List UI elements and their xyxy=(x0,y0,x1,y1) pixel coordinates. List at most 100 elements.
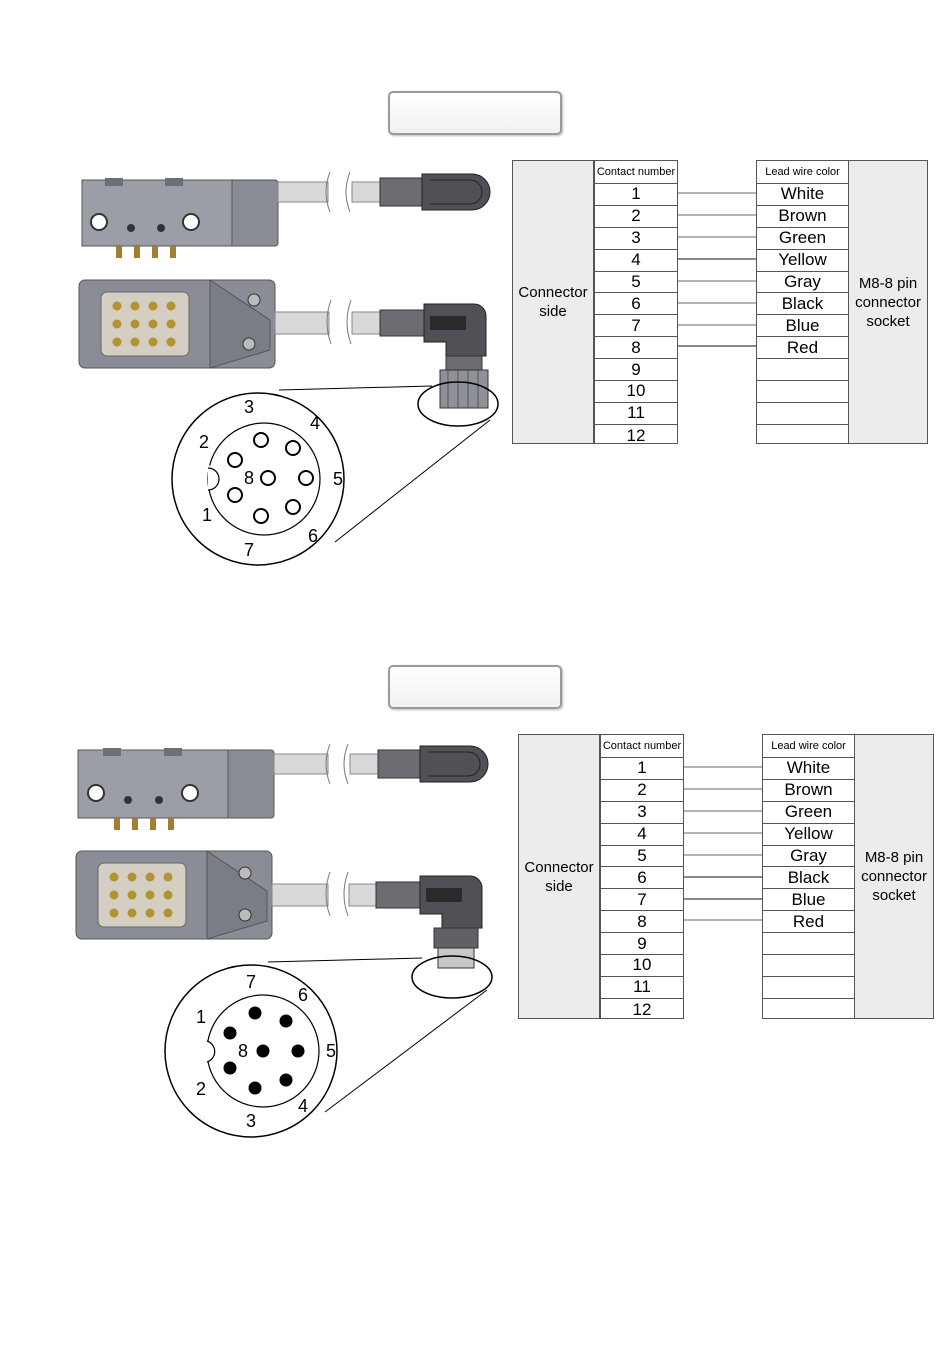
color-cell xyxy=(763,955,854,977)
pin-face-circle xyxy=(164,964,338,1138)
color-cell xyxy=(757,403,848,425)
contact-cell: 5 xyxy=(601,846,683,868)
contact-cell: 7 xyxy=(601,889,683,912)
contact-cell: 1 xyxy=(595,184,677,206)
cable-top xyxy=(277,171,491,213)
color-cell: Blue xyxy=(763,889,854,912)
contact-number-header: Contact number xyxy=(601,735,683,758)
contact-cell: 1 xyxy=(601,758,683,780)
pin-dots-male xyxy=(223,1006,305,1095)
color-cell xyxy=(763,977,854,999)
color-cell: Red xyxy=(763,911,854,934)
pin-label: 7 xyxy=(244,540,254,560)
contact-cell: 7 xyxy=(595,315,677,338)
contact-cell: 6 xyxy=(601,867,683,890)
pin-label: 4 xyxy=(310,413,320,433)
contact-number-column: Contact number 1 2 3 4 5 6 7 8 9 10 11 1… xyxy=(600,734,684,1019)
connector-side-view xyxy=(81,178,279,258)
color-cell: Yellow xyxy=(763,824,854,846)
section-2-title-box xyxy=(388,665,562,709)
lead-wire-color-header: Lead wire color xyxy=(763,735,854,758)
color-cell xyxy=(763,933,854,956)
pin-label: 6 xyxy=(298,985,308,1005)
connector-front-view xyxy=(78,279,276,369)
color-cell: Green xyxy=(757,228,848,250)
pin-label: 2 xyxy=(196,1079,206,1099)
contact-cell: 8 xyxy=(601,911,683,934)
lead-wire-color-column: Lead wire color White Brown Green Yellow… xyxy=(756,160,849,444)
contact-cell: 11 xyxy=(601,977,683,999)
contact-cell: 5 xyxy=(595,272,677,294)
connector-front-view xyxy=(75,850,273,940)
cable-top xyxy=(273,743,489,785)
color-cell: White xyxy=(763,758,854,780)
lead-wire-color-column: Lead wire color White Brown Green Yellow… xyxy=(762,734,855,1019)
pin-label: 5 xyxy=(333,469,343,489)
section-1-wiring-table: Connector side Contact number 1 2 3 4 5 … xyxy=(512,160,928,445)
color-cell xyxy=(757,381,848,403)
lead-wire-color-header: Lead wire color xyxy=(757,161,848,184)
contact-cell: 10 xyxy=(595,381,677,403)
pin-label: 3 xyxy=(244,397,254,417)
contact-cell: 3 xyxy=(601,802,683,824)
contact-cell: 12 xyxy=(632,999,652,1019)
socket-side-label: M8-8 pin connector socket xyxy=(848,160,928,444)
pin-label: 7 xyxy=(246,972,256,992)
color-cell xyxy=(757,359,848,382)
contact-cell: 10 xyxy=(601,955,683,977)
contact-cell: 9 xyxy=(595,359,677,382)
pin-label: 6 xyxy=(308,526,318,546)
color-cell: Brown xyxy=(757,206,848,228)
contact-number-column: Contact number 1 2 3 4 5 6 7 8 9 10 11 1… xyxy=(594,160,678,445)
color-cell xyxy=(757,425,848,447)
color-cell xyxy=(763,999,854,1021)
wiring-lines xyxy=(678,192,756,347)
contact-number-header: Contact number xyxy=(595,161,677,184)
pin-label: 8 xyxy=(238,1041,248,1061)
contact-cell: 6 xyxy=(595,293,677,316)
connector-side-label: Connector side xyxy=(518,734,600,1019)
pin-face-circle xyxy=(171,392,345,566)
color-cell: Red xyxy=(757,337,848,360)
color-cell: Blue xyxy=(757,315,848,338)
section-1-title-box xyxy=(388,91,562,135)
color-cell: Green xyxy=(763,802,854,824)
color-cell: Black xyxy=(763,867,854,890)
color-cell: Gray xyxy=(763,846,854,868)
contact-cell: 3 xyxy=(595,228,677,250)
pin-label: 1 xyxy=(196,1007,206,1027)
contact-cell: 2 xyxy=(601,780,683,802)
contact-cell: 11 xyxy=(595,403,677,425)
color-cell: Black xyxy=(757,293,848,316)
contact-cell: 12 xyxy=(626,425,646,445)
color-cell: Yellow xyxy=(757,250,848,272)
cable-bottom xyxy=(271,871,483,969)
zoom-ellipse xyxy=(411,955,493,999)
pin-label: 1 xyxy=(202,505,212,525)
pin-number-labels-2: 1 2 3 4 5 6 7 8 xyxy=(196,972,336,1131)
pin-label: 4 xyxy=(298,1096,308,1116)
contact-cell: 4 xyxy=(595,250,677,272)
color-cell: White xyxy=(757,184,848,206)
contact-cell: 9 xyxy=(601,933,683,956)
socket-side-label: M8-8 pin connector socket xyxy=(854,734,934,1019)
connector-side-view xyxy=(77,748,275,830)
cable-bottom xyxy=(274,299,489,409)
zoom-ellipse xyxy=(417,381,499,427)
pin-label: 3 xyxy=(246,1111,256,1131)
pin-number-labels-1: 1 2 3 4 5 6 7 8 xyxy=(199,397,343,560)
contact-cell: 4 xyxy=(601,824,683,846)
section-2-connector-illustration: 1 2 3 4 5 6 7 8 xyxy=(75,743,493,1138)
pin-label: 2 xyxy=(199,432,209,452)
wiring-lines xyxy=(684,766,762,921)
pin-label: 5 xyxy=(326,1041,336,1061)
color-cell: Gray xyxy=(757,272,848,294)
contact-cell: 8 xyxy=(595,337,677,360)
section-2-wiring-table: Connector side Contact number 1 2 3 4 5 … xyxy=(518,734,934,1019)
section-1-connector-illustration: 1 2 3 4 5 6 7 8 xyxy=(78,171,499,566)
color-cell: Brown xyxy=(763,780,854,802)
pin-holes-female xyxy=(227,432,314,524)
connector-side-label: Connector side xyxy=(512,160,594,444)
contact-cell: 2 xyxy=(595,206,677,228)
pin-label: 8 xyxy=(244,468,254,488)
